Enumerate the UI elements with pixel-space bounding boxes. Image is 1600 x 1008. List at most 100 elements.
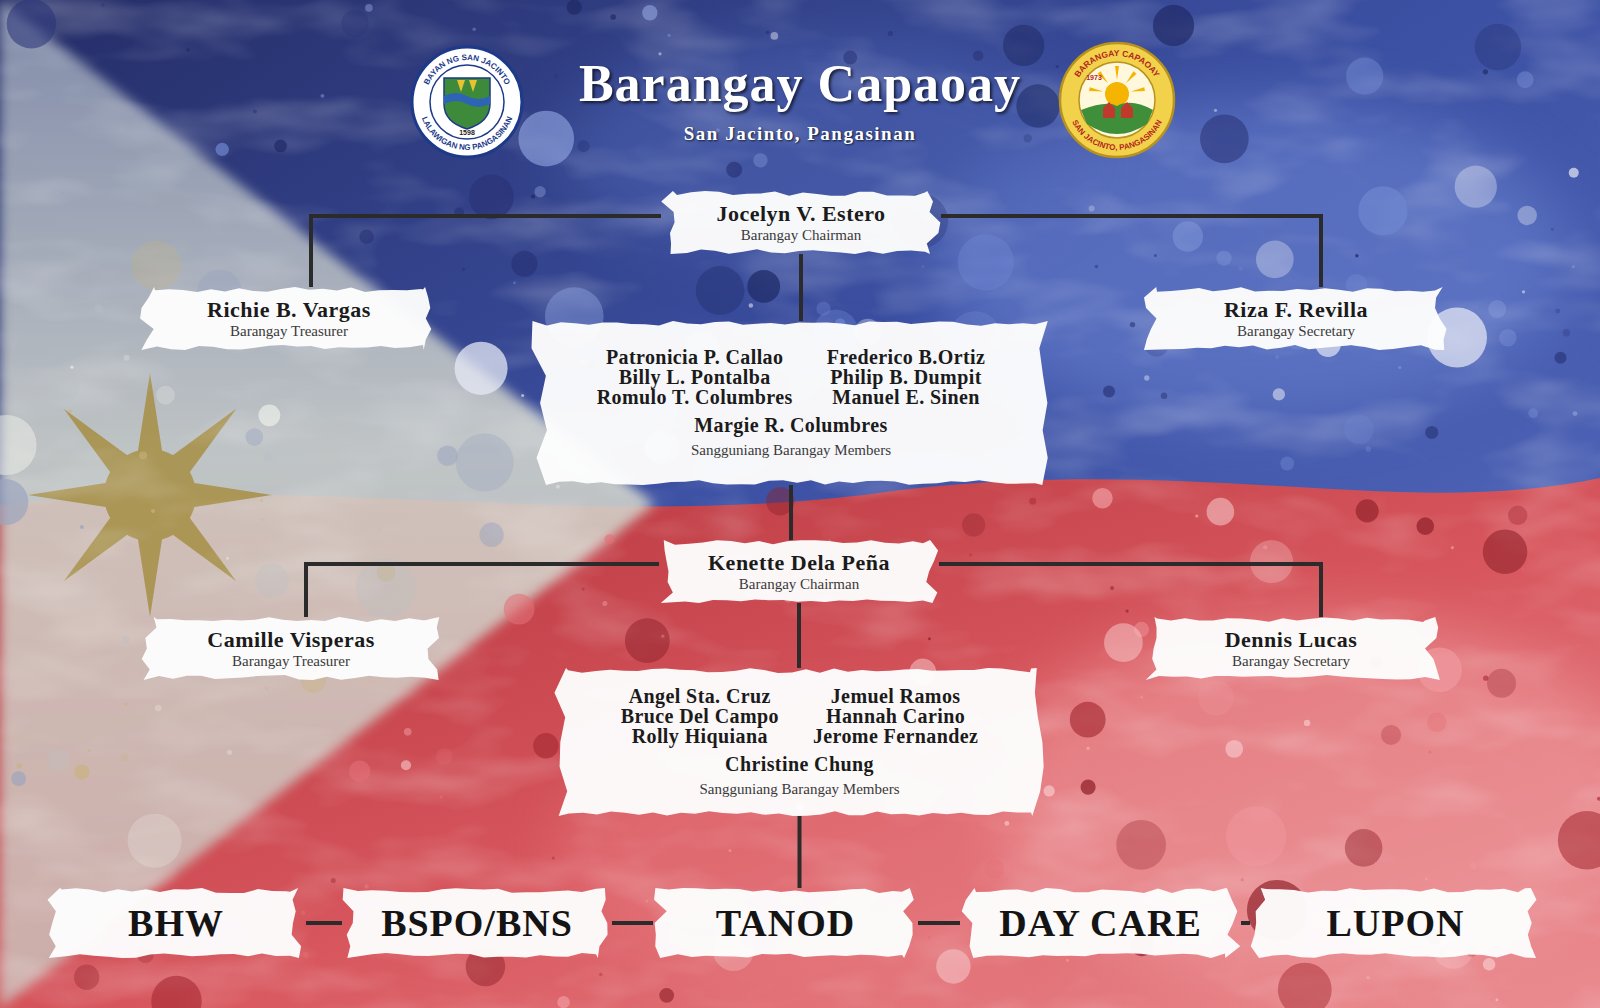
seal-ring-text: LALAWIGAN NG PANGASINAN [420,115,515,152]
position-title: Sangguniang Barangay Members [700,780,900,798]
paint-splatter [1116,820,1166,870]
paint-splatter [1070,702,1106,738]
municipal-seal [412,47,522,157]
paint-splatter [531,195,535,199]
barangay-seal [1060,43,1174,157]
seal-year: 1598 [459,129,475,136]
person-name: Camille Visperas [207,627,375,652]
seal-ring-text: SAN JACINTO, PANGASINAN [1070,118,1164,152]
unit-label: BSPO/BNS [381,901,573,945]
paint-splatter [1024,134,1032,142]
org-connector [918,921,960,925]
paint-splatter [1488,300,1506,318]
text-group: Patronicia P. CallaoFrederico B.OrtizBil… [597,347,986,459]
org-connector [789,485,793,540]
paint-splatter [658,52,661,55]
paint-splatter [1508,506,1527,525]
paint-splatter [356,558,416,618]
person-name: Richie B. Vargas [207,297,371,322]
text-group: BHW [128,901,224,945]
paint-splatter [1495,998,1498,1001]
paint-splatter [1029,498,1036,505]
paint-splatter [70,366,73,369]
paint-splatter [155,705,162,712]
paint-splatter [455,342,508,395]
member-name: Angel Sta. Cruz [629,686,771,706]
paint-splatter [365,4,373,12]
paint-splatter [1563,329,1570,336]
paint-splatter [1475,24,1521,70]
member-name: Hannah Carino [826,706,965,726]
paint-splatter [1555,309,1560,314]
paint-splatter [1562,896,1565,899]
paint-splatter [260,962,263,965]
seal-ring-text: BAYAN NG SAN JACINTO [422,53,512,86]
paint-splatter [888,31,893,36]
brush-shape [142,617,440,680]
paint-splatter [1499,329,1517,347]
paint-splatter [1345,829,1383,867]
paint-splatter [479,523,503,547]
paint-splatter [552,857,555,860]
paint-splatter [331,878,336,883]
paint-splatter [1416,517,1434,535]
paint-splatter [265,686,269,690]
paint-splatter [469,174,514,219]
paint-splatter [68,410,71,413]
paint-splatter [472,28,476,32]
text-group: BSPO/BNS [381,901,573,945]
paint-splatter [255,564,289,598]
paint-splatter [1278,963,1332,1008]
brush-shape [661,540,938,603]
paint-splatter [1483,958,1495,970]
paint-splatter [7,0,56,48]
paint-splatter [984,859,1004,879]
paint-splatter [226,557,229,560]
paint-splatter [378,527,381,530]
paint-splatter [1207,498,1235,526]
paint-splatter [504,594,535,625]
official-box: Dennis LucasBarangay Secretary [1141,617,1441,680]
paint-splatter [1214,109,1217,112]
paint-splatter [770,32,778,40]
paint-splatter [301,911,305,915]
official-box: Jocelyn V. EsteroBarangay Chairman [661,191,941,254]
paint-splatter [151,509,155,513]
paint-splatter [1225,740,1243,758]
paint-splatter [245,428,263,446]
paint-splatter [101,3,105,7]
member-name: Margie R. Columbres [694,415,887,435]
paint-splatter [1572,265,1575,268]
paint-splatter [436,748,453,765]
paint-splatter [625,618,670,663]
position-title: Sangguniang Barangay Members [691,441,891,459]
paint-splatter [1044,785,1055,796]
paint-splatter [1073,683,1076,686]
paint-splatter [659,988,674,1003]
paint-splatter [1086,747,1089,750]
paint-splatter [768,862,771,865]
paint-splatter [139,452,147,460]
paint-splatter [726,162,742,178]
unit-box: LUPON [1250,888,1541,958]
paint-splatter [513,281,516,284]
org-connector [306,564,659,617]
org-connector [941,216,1321,287]
paint-splatter [1573,411,1578,416]
paint-splatter [958,234,1014,290]
paint-splatter [303,952,309,958]
member-name: Rolly Hiquiana [632,726,768,746]
paint-splatter [47,371,79,403]
unit-box: BSPO/BNS [342,888,612,958]
position-title: Barangay Chairman [741,226,861,244]
paint-splatter [1398,366,1401,369]
brush-shape [532,321,1048,485]
paint-splatter [359,229,373,243]
paint-splatter [1095,265,1099,269]
text-group: LUPON [1327,901,1465,945]
brush-shape [962,888,1241,958]
paint-splatter [1425,426,1438,439]
paint-splatter [1226,806,1286,866]
paint-splatter [753,153,767,167]
